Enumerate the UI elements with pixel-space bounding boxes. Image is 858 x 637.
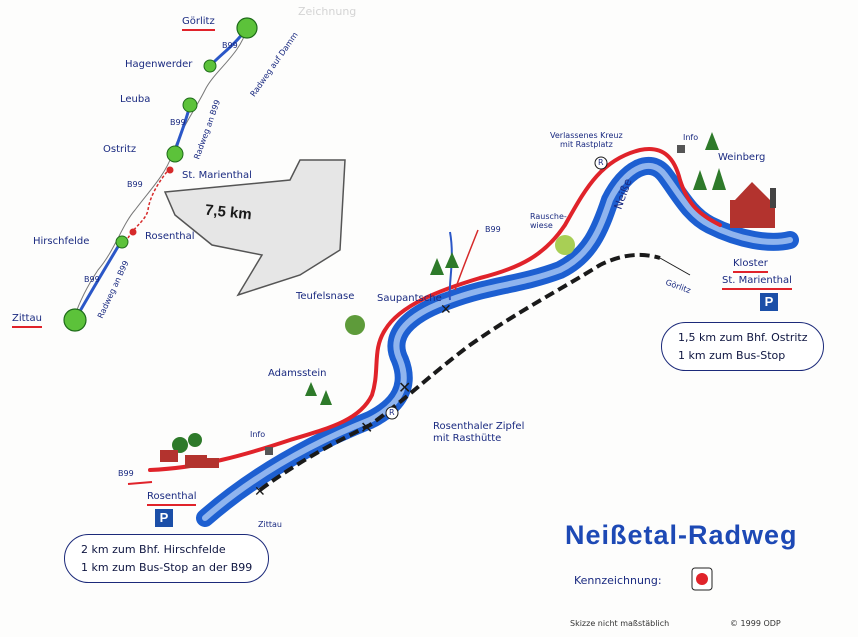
label-hirschfelde: Hirschfelde — [33, 236, 90, 247]
town-dot-marienthal — [166, 166, 174, 174]
label-adamsstein: Adamsstein — [268, 368, 327, 379]
label-info-top: Info — [683, 133, 699, 142]
town-dot-zittau — [63, 308, 87, 332]
label-b99-3: B99 — [127, 180, 143, 189]
label-kloster: Kloster — [733, 258, 768, 273]
note-right-line-1: 1,5 km zum Bhf. Ostritz — [678, 331, 808, 344]
scale-note: Skizze nicht maßstäblich — [570, 619, 670, 628]
label-st-marienthal-detail: St. Marienthal — [722, 275, 792, 290]
overview-route-red — [127, 167, 171, 239]
label-teufelsnase: Teufelsnase — [296, 291, 355, 302]
distance-arrow — [163, 159, 346, 297]
overview-road — [73, 27, 248, 319]
svg-text:✕: ✕ — [360, 418, 373, 437]
label-weinberg: Weinberg — [718, 152, 766, 163]
kloster-drawing — [730, 182, 776, 228]
label-verlassenes-kreuz: Verlassenes Kreuz mit Rastplatz — [550, 131, 623, 150]
rest-circle-bottom — [385, 406, 399, 420]
note-right-line-2: 1 km zum Bus-Stop — [678, 348, 786, 362]
parking-rosenthal: P — [155, 509, 173, 527]
label-zittau-dir: Zittau — [258, 520, 282, 529]
svg-text:✕: ✕ — [254, 484, 266, 500]
label-rosenthal-detail: Rosenthal — [147, 491, 197, 506]
label-leuba: Leuba — [120, 94, 151, 105]
copyright: © 1999 ODP — [730, 619, 781, 628]
rosenthal-houses — [160, 450, 219, 468]
note-left-line-1: 2 km zum Bhf. Hirschfelde — [81, 543, 226, 556]
label-saupantsche: Saupantsche — [377, 293, 442, 304]
label-b99-left: B99 — [118, 469, 134, 478]
label-rosenthal: Rosenthal — [145, 231, 195, 242]
town-dot-hagenwerder — [203, 59, 217, 73]
town-dot-rosenthal — [129, 228, 137, 236]
label-info-bottom: Info — [250, 430, 266, 439]
map-title: Neißetal-Radweg — [565, 520, 798, 550]
label-b99-4: B99 — [84, 275, 100, 284]
town-dot-ostritz — [166, 145, 184, 163]
town-dot-hirschfelde — [115, 235, 129, 249]
label-ostritz: Ostritz — [103, 144, 137, 155]
trees — [172, 132, 726, 453]
rest-symbol-bottom: R — [389, 408, 395, 417]
label-b99-2: B99 — [170, 118, 186, 127]
label-hagenwerder: Hagenwerder — [125, 59, 193, 70]
town-dot-leuba — [182, 97, 198, 113]
watermark: Zeichnung — [298, 5, 357, 18]
creek — [448, 231, 453, 301]
svg-text:✕: ✕ — [398, 378, 411, 397]
label-rauschewiese: Rausche- wiese — [530, 212, 567, 231]
info-hut-bottom — [265, 447, 273, 455]
rest-circle-top — [594, 156, 608, 170]
railway — [258, 252, 661, 492]
label-goerlitz: Görlitz — [182, 16, 215, 31]
label-st-marienthal: St. Marienthal — [182, 170, 252, 181]
info-hut-top — [677, 145, 685, 153]
bike-route — [148, 147, 722, 472]
label-zittau: Zittau — [12, 313, 42, 328]
legend-label: Kennzeichnung: — [574, 574, 662, 587]
note-bubble-left: 2 km zum Bhf. Hirschfelde 1 km zum Bus-S… — [64, 534, 270, 584]
overview-map — [63, 17, 258, 332]
label-b99-1: B99 — [222, 41, 238, 50]
rest-symbol-top: R — [598, 158, 604, 167]
town-dot-goerlitz — [236, 17, 258, 39]
parking-marienthal: P — [760, 293, 778, 311]
svg-text:✕: ✕ — [440, 302, 452, 318]
label-rosenthaler-zipfel: Rosenthaler Zipfel mit Rasthütte — [433, 421, 525, 444]
note-left-line-2: 1 km zum Bus-Stop an der B99 — [81, 560, 253, 574]
label-b99-top: B99 — [485, 225, 501, 234]
road-b99-left — [127, 481, 153, 485]
note-bubble-right: 1,5 km zum Bhf. Ostritz 1 km zum Bus-Sto… — [661, 322, 825, 372]
